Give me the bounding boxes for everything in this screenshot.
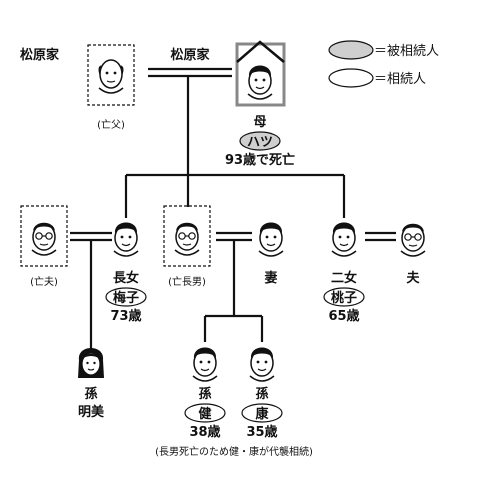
grandchild-2-name: 康 — [255, 406, 269, 422]
second-daughter-age: 65歳 — [328, 308, 359, 324]
second-daughter-role: 二女 — [331, 270, 357, 286]
grandchild-1-icon — [192, 346, 218, 382]
family-label-mid: 松原家 — [170, 47, 210, 63]
grandchild-2-role: 孫 — [255, 386, 268, 402]
wife-icon — [258, 221, 284, 257]
mother-name: ハツ — [247, 135, 273, 150]
second-daughter-name: 桃子 — [331, 290, 357, 306]
heir-oval-grandchild-2 — [241, 403, 283, 423]
glasses-man-icon — [31, 222, 57, 256]
mother-age: 93歳で死亡 — [225, 152, 295, 168]
legend-heir-label: ＝相続人 — [374, 72, 426, 87]
grandchild-1-name: 健 — [198, 406, 211, 422]
heir-oval-eldest-daughter — [105, 287, 147, 307]
succession-note: (長男死亡のため健・康が代襲相続) — [155, 445, 313, 458]
legend-decedent-label: ＝被相続人 — [374, 44, 439, 59]
heir-oval-second-daughter — [323, 287, 365, 307]
bald-man-icon — [98, 59, 124, 94]
grandchild-left-role: 孫 — [84, 386, 97, 402]
husband-role: 夫 — [406, 270, 420, 286]
late-father-frame — [87, 44, 135, 106]
second-daughter-icon — [331, 221, 357, 257]
grandchild-2-age: 35歳 — [246, 424, 277, 440]
wife-role: 妻 — [264, 270, 277, 286]
glasses-man-icon — [174, 222, 200, 256]
grandchild-left-name: 明美 — [78, 404, 105, 420]
mother-icon — [247, 64, 273, 100]
eldest-daughter-name: 梅子 — [113, 290, 139, 306]
decedent-oval — [239, 131, 281, 151]
grandchild-2-icon — [249, 346, 275, 382]
late-father-label: (亡父) — [97, 118, 125, 131]
late-husband-label: (亡夫) — [30, 275, 58, 288]
mother-role: 母 — [253, 115, 266, 130]
eldest-daughter-age: 73歳 — [110, 308, 141, 324]
heir-oval-grandchild-1 — [184, 403, 226, 423]
mourning-ribbon-icon — [236, 40, 285, 63]
family-label-left: 松原家 — [20, 47, 60, 63]
late-eldest-son-label: (亡長男) — [168, 275, 206, 288]
legend-heir-oval — [328, 68, 374, 88]
legend-decedent-oval — [328, 40, 374, 60]
eldest-daughter-icon — [113, 221, 139, 257]
grandchild-1-age: 38歳 — [189, 424, 220, 440]
late-eldest-son-frame — [163, 205, 211, 267]
eldest-daughter-role: 長女 — [113, 270, 139, 286]
late-husband-frame — [20, 205, 68, 267]
grandchild-1-role: 孫 — [198, 386, 211, 402]
husband-icon — [400, 223, 426, 257]
woman-icon — [77, 347, 105, 379]
